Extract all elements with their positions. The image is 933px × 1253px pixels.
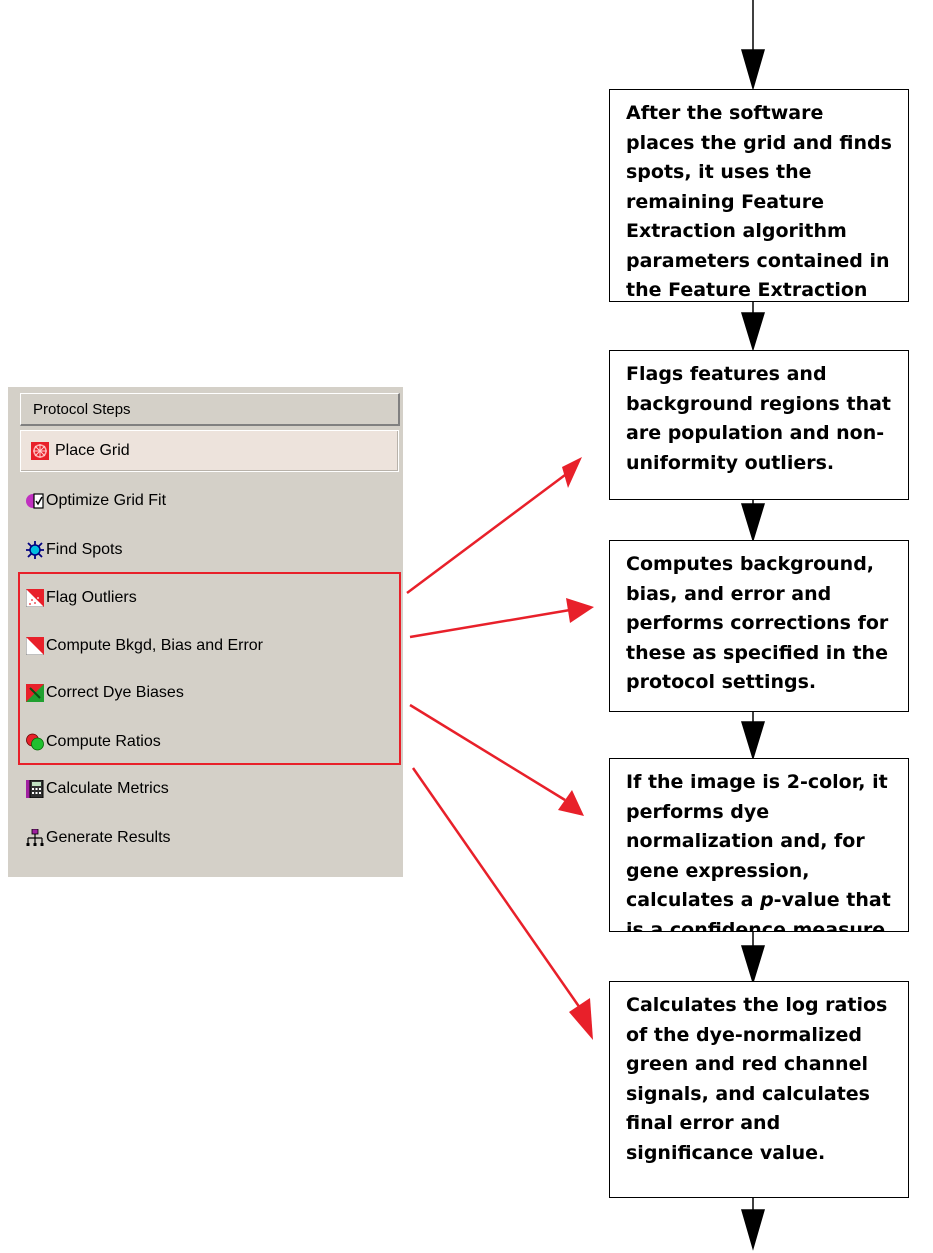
flow-box-intro: After the software places the grid and f… <box>609 89 909 302</box>
box-text-post: -value that is a confidence measure of <box>626 889 891 932</box>
highlight-box <box>18 572 401 765</box>
box-text-pre: If the image is 2-color, it performs dye… <box>626 771 888 911</box>
box-text-italic: p <box>760 889 774 911</box>
flow-box-log-ratios: Calculates the log ratios of the dye-nor… <box>609 981 909 1198</box>
step-label: Generate Results <box>46 829 171 846</box>
step-label: Calculate Metrics <box>46 780 169 797</box>
place-grid-icon <box>31 442 49 460</box>
flow-arrows-black <box>740 0 766 1251</box>
step-label: Flag Outliers <box>46 589 137 606</box>
calculate-metrics-icon <box>26 780 44 798</box>
find-spots-icon <box>26 541 44 559</box>
flow-box-flag-outliers: Flags features and background regions th… <box>609 350 909 500</box>
flow-box-dye-normalization: If the image is 2-color, it performs dye… <box>609 758 909 932</box>
step-label: Compute Bkgd, Bias and Error <box>46 637 263 654</box>
step-place-grid[interactable]: Place Grid <box>20 430 399 472</box>
step-label: Find Spots <box>46 541 123 558</box>
correct-dye-biases-icon <box>26 684 44 702</box>
flow-arrows-red <box>406 457 594 1040</box>
step-label: Place Grid <box>55 442 130 459</box>
generate-results-icon <box>26 829 44 846</box>
compute-bkgd-icon <box>26 637 44 655</box>
step-label: Optimize Grid Fit <box>46 492 167 509</box>
optimize-grid-fit-icon <box>26 493 44 509</box>
protocol-steps-panel: Protocol Steps Place Grid Optimize Grid … <box>8 387 403 877</box>
flag-outliers-icon <box>26 589 44 607</box>
protocol-steps-header[interactable]: Protocol Steps <box>20 393 400 426</box>
compute-ratios-icon <box>26 733 44 751</box>
step-label: Correct Dye Biases <box>46 684 184 701</box>
flow-box-compute-bkgd: Computes background, bias, and error and… <box>609 540 909 712</box>
step-label: Compute Ratios <box>46 733 161 750</box>
